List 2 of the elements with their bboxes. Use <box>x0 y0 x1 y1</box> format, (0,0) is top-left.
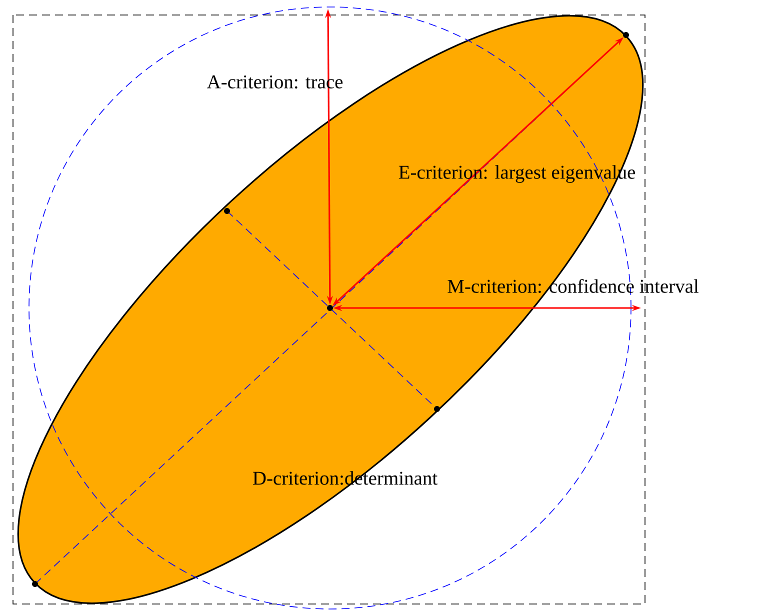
point <box>327 304 333 311</box>
point <box>623 32 629 38</box>
